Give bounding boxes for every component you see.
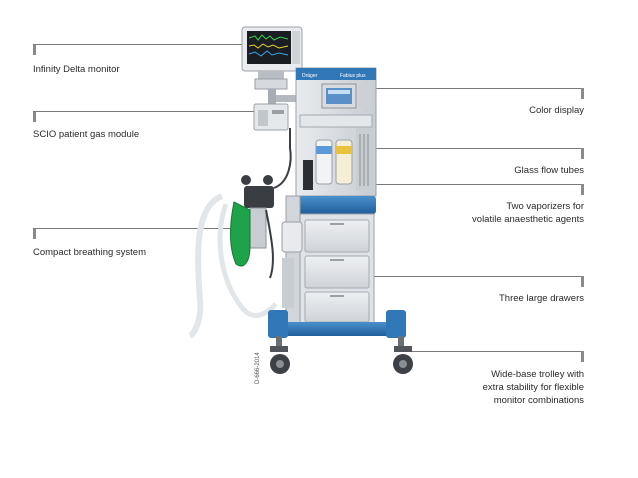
trolley-label-line1: Wide-base trolley with bbox=[491, 369, 584, 380]
flow-tubes-tick bbox=[581, 148, 584, 159]
image-code: D-666-2014 bbox=[255, 352, 261, 384]
vaporizers-leader bbox=[358, 184, 583, 185]
flow-tubes-label: Glass flow tubes bbox=[514, 165, 584, 176]
drawer-cabinet bbox=[299, 213, 375, 327]
work-surface bbox=[298, 196, 376, 214]
trolley-leader bbox=[410, 351, 583, 352]
breathing-system bbox=[188, 128, 292, 339]
model-text: Fabius plus bbox=[340, 73, 366, 79]
monitor-leader bbox=[33, 44, 248, 45]
infinity-delta-monitor bbox=[241, 26, 303, 90]
color-display-label: Color display bbox=[529, 105, 584, 116]
flow-tubes-leader bbox=[362, 148, 583, 149]
drawers-label: Three large drawers bbox=[498, 293, 584, 304]
drawers-tick bbox=[581, 276, 584, 287]
color-display-tick bbox=[581, 88, 584, 99]
breathing-label: Compact breathing system bbox=[33, 247, 146, 258]
monitor-tick bbox=[33, 44, 36, 55]
brand-text: Dräger bbox=[302, 73, 318, 79]
breathing-leader bbox=[33, 228, 237, 229]
trolley-label-line2: extra stability for flexible bbox=[482, 382, 584, 393]
monitor-label: Infinity Delta monitor bbox=[33, 64, 120, 75]
gas-module-label: SCIO patient gas module bbox=[33, 129, 140, 140]
breathing-tick bbox=[33, 228, 36, 239]
vaporizers-label-line1: Two vaporizers for bbox=[506, 201, 584, 212]
fabius-machine-body: Dräger Fabius plus bbox=[295, 67, 377, 197]
trolley-tick bbox=[581, 351, 584, 362]
wide-base-trolley bbox=[268, 310, 413, 374]
drawers-leader bbox=[340, 276, 583, 277]
trolley-label-line3: monitor combinations bbox=[493, 395, 584, 406]
vaporizers-tick bbox=[581, 184, 584, 195]
scio-gas-module bbox=[253, 103, 289, 131]
gas-module-tick bbox=[33, 111, 36, 122]
color-display-leader bbox=[354, 88, 583, 89]
gas-module-leader bbox=[33, 111, 255, 112]
vaporizers-label-line2: volatile anaesthetic agents bbox=[472, 214, 584, 225]
